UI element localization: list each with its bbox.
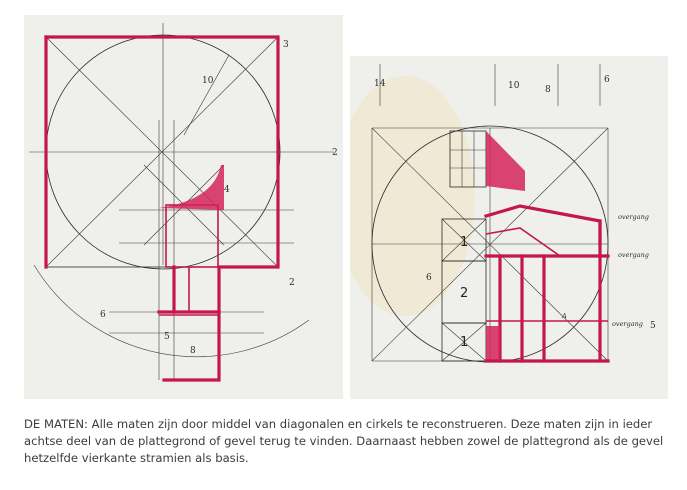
label-six-top: 6 [604,75,610,85]
label-three: 3 [283,40,289,50]
facade-drawing: 14 10 8 6 6 5 1 2 1 overgang overgang ov… [350,64,656,363]
facade-diagonal-b [371,127,609,362]
label-row-one-top: 1 [460,235,468,250]
facade-hatched-roof [486,131,525,191]
label-row-two: 2 [460,286,468,301]
label-two-b: 2 [289,278,295,288]
facade-grid-line [441,218,487,262]
facade-sketch: 14 10 8 6 6 5 1 2 1 overgang overgang ov… [350,56,668,399]
label-eight: 8 [545,85,551,95]
facade-red-cornice [485,227,608,257]
label-overgang-mid: overgang [618,251,649,259]
floor-plan-sketch: 3 2 2 10 4 6 5 8 [24,15,343,399]
facade-red-roofline [484,204,602,246]
label-two: 2 [332,148,338,158]
label-small-a: A [561,312,567,320]
paper-stain [350,76,475,316]
facade-grid-line [441,322,487,362]
plan-diagonal-b [45,36,279,268]
label-six-left: 6 [426,273,432,283]
label-ten: 10 [508,81,520,91]
label-fourteen: 14 [374,79,386,89]
plan-hatched-tower [159,165,224,210]
figure-caption: DE MATEN: Alle maten zijn door middel va… [24,417,664,465]
label-six: 6 [100,310,106,320]
label-row-one-bottom: 1 [460,335,468,350]
facade-hatched-base [486,326,500,361]
label-overgang-bottom: overgang [612,320,643,328]
floor-plan-drawing: 3 2 2 10 4 6 5 8 [29,23,338,382]
label-five: 5 [650,321,656,331]
label-five: 5 [164,332,170,342]
label-four: 4 [224,185,230,195]
plan-red-outline [44,35,280,382]
label-ten: 10 [202,76,214,86]
label-eight: 8 [190,346,196,356]
label-overgang-top: overgang [618,213,649,221]
plan-outer-arc [33,264,310,358]
plan-radius-line [183,54,230,136]
